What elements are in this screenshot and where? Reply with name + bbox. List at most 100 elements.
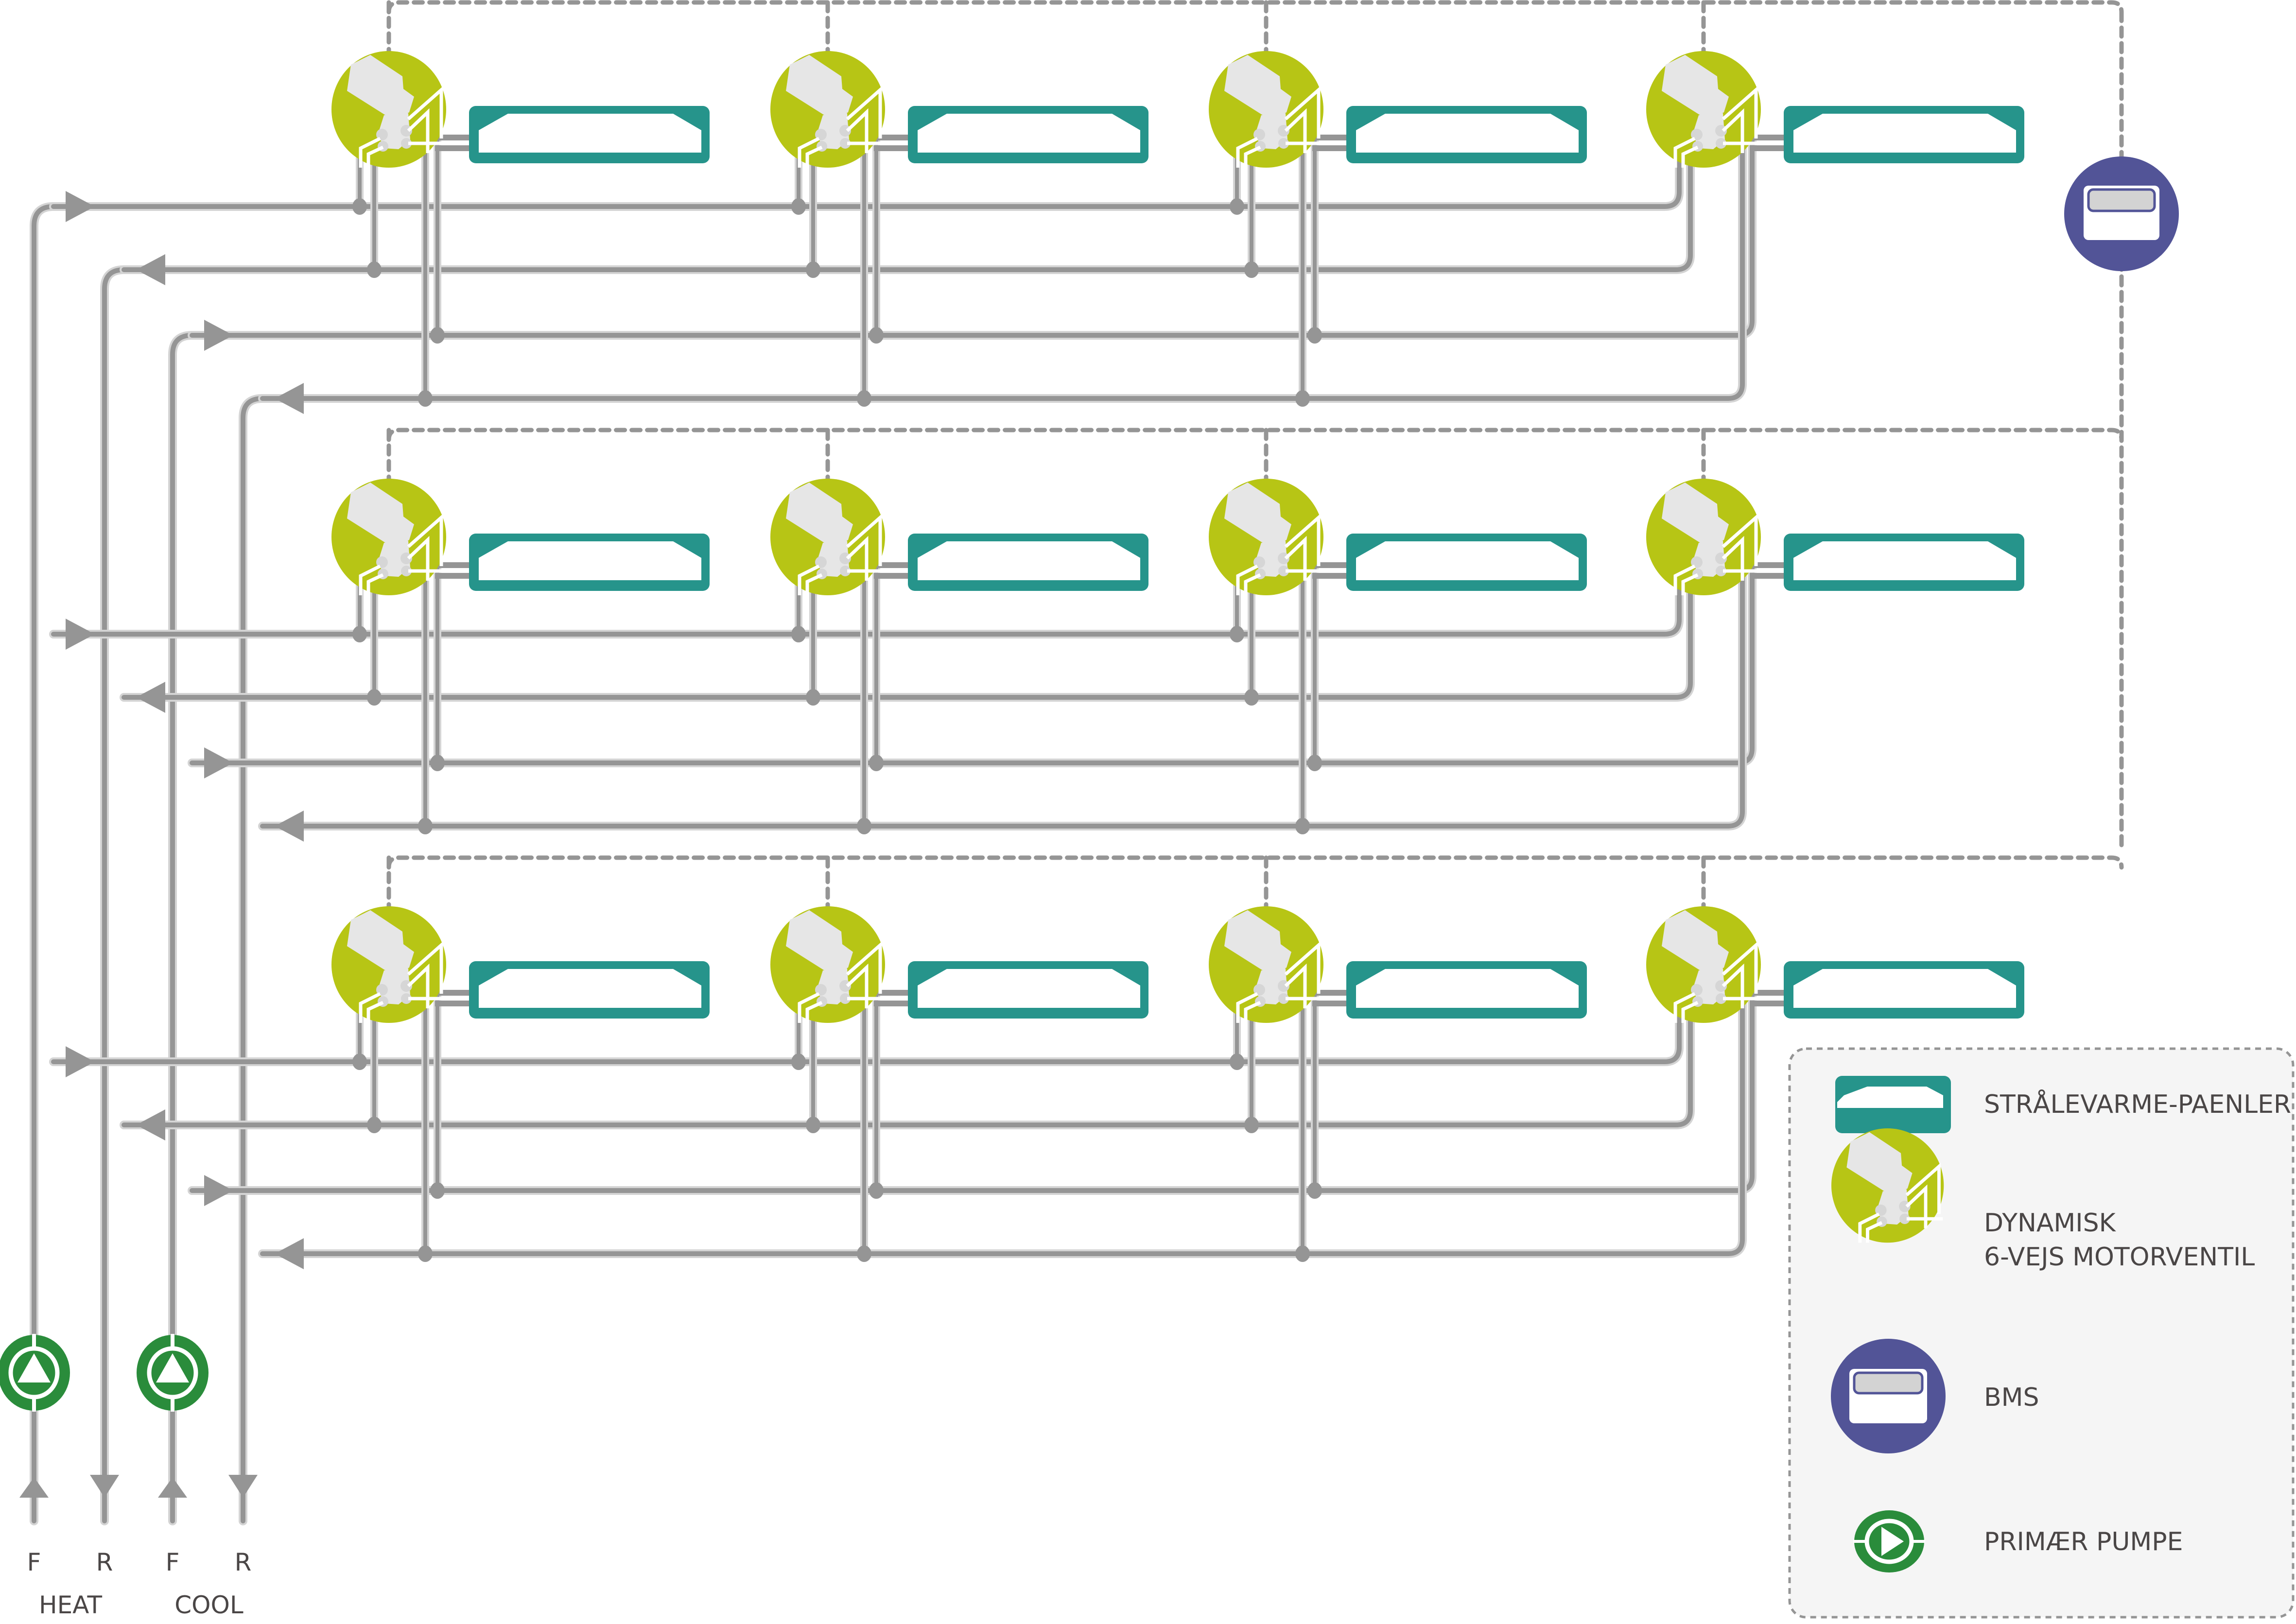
- floor-1-unit-1: [331, 51, 710, 168]
- heat-return-label: R: [96, 1548, 113, 1576]
- floor-3-control-bus: [386, 855, 2124, 870]
- pipe-junction: [791, 198, 806, 215]
- pipe-junction: [791, 626, 806, 642]
- radiant-panel-icon: [908, 106, 1148, 163]
- flow-arrow-left-icon: [136, 254, 165, 285]
- panel-return-stub: [874, 1001, 910, 1006]
- flow-arrow-right-icon: [66, 1046, 95, 1077]
- floor-2-pipe-cool-flow: [190, 549, 1755, 765]
- cool-flow-pump: [137, 1334, 209, 1412]
- panel-supply-stub: [1312, 562, 1349, 568]
- pipe-junction: [1244, 689, 1259, 706]
- panel-return-stub: [1750, 1001, 1786, 1006]
- flow-arrow-left-icon: [275, 811, 304, 842]
- radiant-panel-icon: [1346, 106, 1587, 163]
- pipe-junction: [367, 1117, 382, 1133]
- trunk-pipe-heat-flow-outer: [30, 202, 58, 1525]
- floor-units: [331, 51, 2024, 1023]
- floor-1-pipe-cool-return: [260, 121, 1745, 401]
- cool-flow-label: F: [166, 1548, 180, 1576]
- legend-label-valve-line1: DYNAMISK: [1984, 1209, 2117, 1238]
- floor-3-pipe-heat-return: [122, 977, 1693, 1127]
- panel-supply-stub: [874, 135, 910, 140]
- cool-flow-arrow-up-icon: [158, 1477, 187, 1498]
- panel-return-stub: [1312, 573, 1349, 579]
- panel-return-stub: [1750, 573, 1786, 579]
- bms-legend-icon: [1831, 1339, 1946, 1453]
- pipe-junction: [869, 1182, 884, 1199]
- panel-supply-stub: [874, 562, 910, 568]
- panel-supply-stub: [435, 135, 471, 140]
- flow-arrow-right-icon: [66, 619, 95, 650]
- pipe-junction: [857, 390, 871, 407]
- floor-1-unit-4: [1646, 51, 2024, 168]
- six-way-valve-icon: [1646, 906, 1761, 1023]
- cool-group-label: COOL: [174, 1591, 244, 1619]
- pipe-junction: [1295, 1245, 1310, 1262]
- legend-label-valve-line2: 6-VEJS MOTORVENTIL: [1984, 1243, 2255, 1272]
- floor-1-pipe-heat-flow: [51, 121, 1682, 209]
- pipe-junction: [791, 1054, 806, 1070]
- floor-2-control-bus: [386, 428, 2124, 442]
- pump-direction-icon: [17, 1353, 51, 1382]
- panel-return-stub: [1312, 145, 1349, 151]
- pipe-junction: [1244, 261, 1259, 278]
- floor-1-pipe-heat-return: [122, 121, 1693, 272]
- floor-1-pipe-cool-flow: [190, 121, 1755, 338]
- radiant-panel-icon: [469, 534, 710, 591]
- radiant-panel-icon: [1346, 534, 1587, 591]
- panel-supply-stub: [1750, 135, 1786, 140]
- floor-1-pipe-cool-return-outer: [258, 120, 1747, 403]
- pump-icon: [1853, 1510, 1925, 1572]
- panel-supply-stub: [435, 562, 471, 568]
- pipe-junction: [857, 1245, 871, 1262]
- pipe-junction: [857, 818, 871, 834]
- cool-return-label: R: [235, 1548, 252, 1576]
- legend-label-bms: BMS: [1984, 1383, 2039, 1412]
- panel-return-stub: [1312, 1001, 1349, 1006]
- panel-return-stub: [1750, 145, 1786, 151]
- pipe-junction: [430, 327, 445, 344]
- pipe-junction: [418, 390, 433, 407]
- floor-2-pipe-heat-flow: [51, 549, 1682, 637]
- pipe-junction: [1230, 626, 1244, 642]
- heat-flow-arrow-up-icon: [19, 1477, 49, 1498]
- panel-supply-stub: [1312, 135, 1349, 140]
- pipe-junction: [869, 327, 884, 344]
- flow-arrow-left-icon: [275, 383, 304, 414]
- pipe-junction: [1230, 198, 1244, 215]
- legend: STRÅLEVARME-PAENLER DYNAMISK 6-VEJS MOTO…: [1788, 1047, 2295, 1619]
- flow-arrow-left-icon: [136, 1109, 165, 1140]
- floor-2-unit-1: [331, 479, 710, 595]
- panel-return-stub: [874, 573, 910, 579]
- radiant-panel-icon: [469, 106, 710, 163]
- pump-direction-icon: [156, 1353, 189, 1382]
- pipe-junction: [1307, 1182, 1322, 1199]
- pipe-junction: [352, 1054, 367, 1070]
- pipe-junction: [418, 818, 433, 834]
- pipe-junction: [430, 755, 445, 771]
- trunk-ends: [19, 1475, 258, 1498]
- pipe-junction: [367, 261, 382, 278]
- floor-3-unit-1: [331, 906, 710, 1023]
- primary-pumps: [0, 1334, 209, 1412]
- panel-supply-stub: [1750, 990, 1786, 996]
- panel-return-stub: [435, 145, 471, 151]
- legend-label-pump: PRIMÆR PUMPE: [1984, 1527, 2183, 1556]
- heat-return-arrow-down-icon: [90, 1475, 119, 1498]
- flow-arrow-left-icon: [136, 682, 165, 713]
- flow-arrow-right-icon: [66, 191, 95, 222]
- heat-flow-label: F: [27, 1548, 41, 1576]
- legend-item-bms: BMS: [1831, 1339, 2039, 1453]
- bms-controller: [2064, 156, 2179, 271]
- pipe-junction: [430, 1182, 445, 1199]
- pipe-junction: [1230, 1054, 1244, 1070]
- radiant-panel-icon: [908, 534, 1148, 591]
- floor-2-pipe-cool-return: [260, 549, 1745, 829]
- six-way-valve-icon: [770, 906, 885, 1023]
- trunk-pipe-cool-return-outer: [239, 394, 267, 1525]
- pipe-junction: [1307, 327, 1322, 344]
- floor-1-control-bus: [386, 0, 2124, 15]
- radiant-panel-icon: [1784, 106, 2024, 163]
